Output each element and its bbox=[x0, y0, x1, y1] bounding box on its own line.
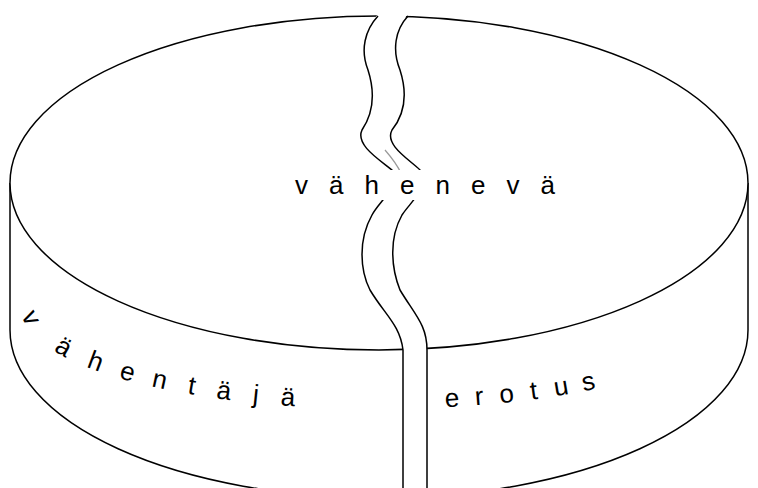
letter: t bbox=[528, 377, 539, 404]
crack-right-edge bbox=[390, 16, 427, 488]
letter: j bbox=[252, 381, 260, 407]
letter: t bbox=[186, 372, 198, 399]
letter: r bbox=[474, 383, 485, 410]
crack-left-edge bbox=[361, 16, 403, 488]
crack-gap bbox=[361, 14, 427, 488]
letter: ä bbox=[51, 332, 76, 362]
cylinder-right-side bbox=[747, 183, 749, 330]
letter: ä bbox=[280, 383, 296, 410]
letter: o bbox=[498, 380, 515, 407]
letter: ä bbox=[215, 376, 233, 404]
letter: e bbox=[118, 357, 139, 386]
letter: v bbox=[17, 306, 46, 329]
top-surface-label: vähenevä bbox=[274, 170, 576, 200]
letter: n bbox=[150, 365, 170, 393]
cylinder-bottom-edge bbox=[10, 330, 748, 488]
letter: u bbox=[552, 372, 571, 400]
letter: h bbox=[85, 346, 108, 375]
cylinder-left-side bbox=[9, 183, 11, 330]
letter: e bbox=[444, 385, 460, 412]
letter: s bbox=[579, 367, 597, 395]
